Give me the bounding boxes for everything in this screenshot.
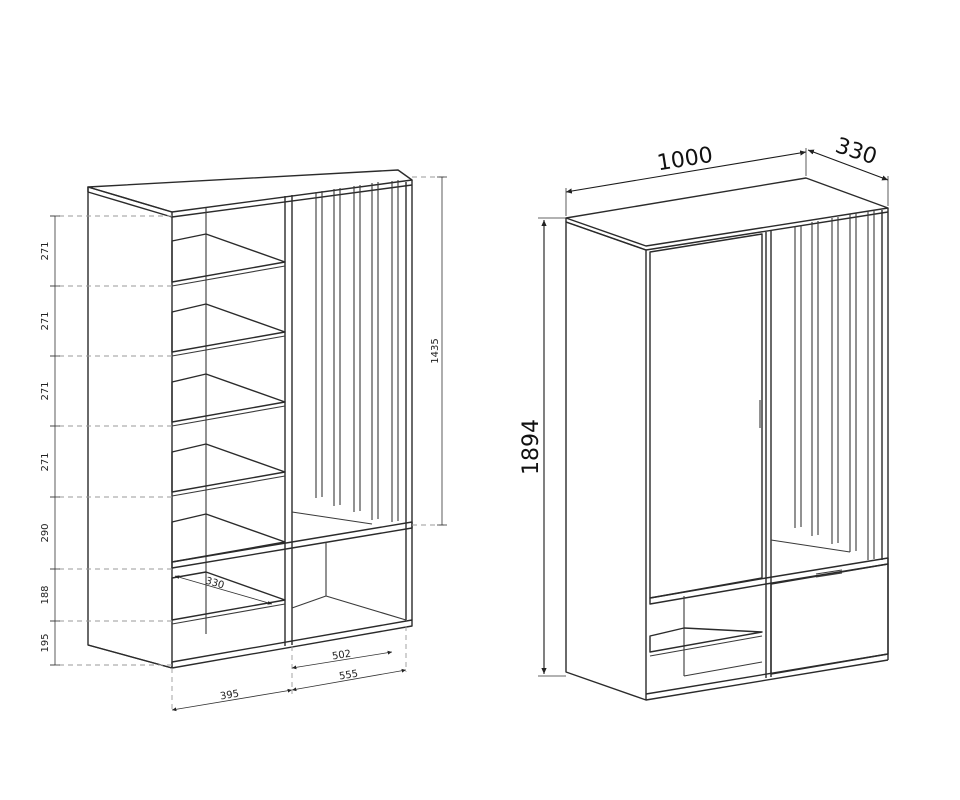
upper-height-dimension: 1435 [430,176,447,526]
inner-depth-label: 330 [204,576,225,592]
inner-width-label: 502 [331,649,352,663]
open-wardrobe-drawing [87,169,413,669]
spacing-label-4: 271 [40,452,51,471]
hanging-slats [291,180,399,525]
spacing-label-7: 195 [40,633,51,652]
closed-hanging-slats [770,210,875,560]
spacing-label-5: 290 [40,523,51,542]
height-label: 1894 [519,419,544,475]
closed-wardrobe-drawing [565,177,889,701]
spacing-label-2: 271 [40,311,51,330]
inner-depth-dimension: 330 [174,575,273,605]
upper-height-label: 1435 [430,338,441,363]
width-label: 1000 [655,143,714,176]
spacing-label-3: 271 [40,381,51,400]
spacing-label-6: 188 [40,585,51,604]
outer-width-label: 555 [338,669,359,683]
depth-label: 330 [832,133,880,170]
width-dimensions: 502 555 395 [171,649,407,712]
spacing-label-1: 271 [40,241,51,260]
left-shelves [171,233,413,625]
left-reference-lines [50,176,445,712]
shelf-spacing-dimensions: 271 271 271 271 290 188 195 [40,215,60,666]
left-width-label: 395 [219,689,240,703]
